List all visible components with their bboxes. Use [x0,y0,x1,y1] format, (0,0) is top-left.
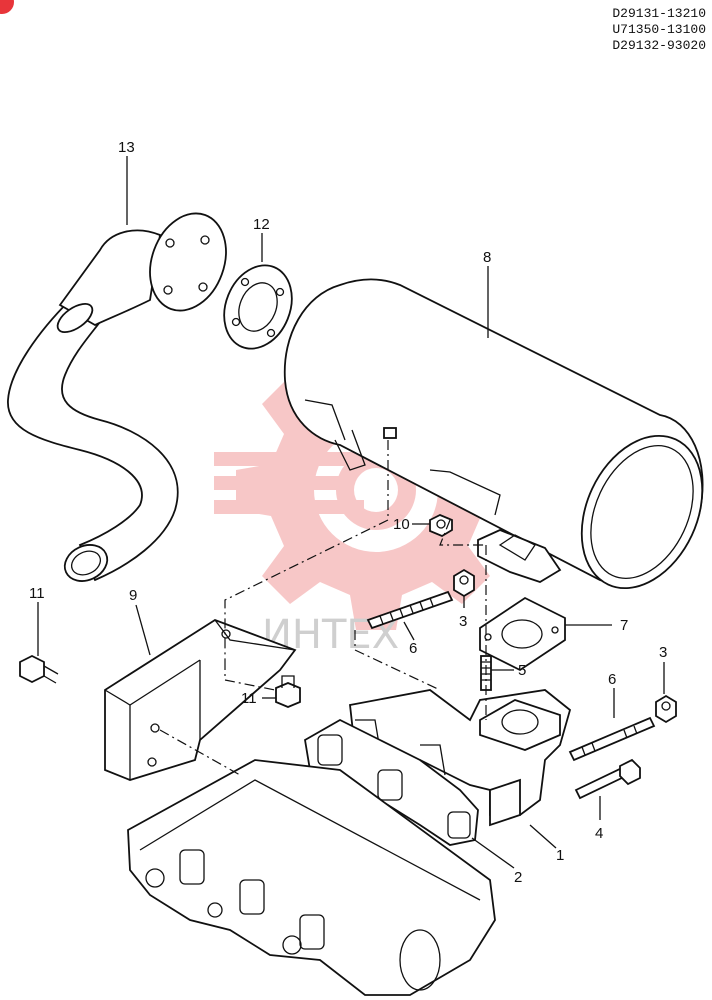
callout-7: 7 [620,617,628,634]
muffler [283,278,704,590]
exhaust-pipe [7,212,227,582]
assembly-line [439,519,485,546]
pipe-gasket [223,264,293,350]
callout-2: 2 [514,869,522,886]
callout-6-upper: 6 [409,640,417,657]
part-code: D29132-93020 [612,38,706,53]
bolt-11-right [275,675,301,708]
nut-3-right [655,694,677,724]
bolt-4 [574,758,641,800]
callout-6-right: 6 [608,671,616,688]
nut-3-upper [453,568,475,598]
flange-gasket [479,596,566,672]
callout-8: 8 [483,249,491,266]
callout-11-right: 11 [241,690,257,707]
watermark-gear-icon [214,350,516,630]
callout-12: 12 [253,216,270,233]
callout-3-upper: 3 [459,613,467,630]
callout-4: 4 [595,825,603,842]
callout-9: 9 [129,587,137,604]
stud-6-right [568,716,656,762]
stud-6-upper [366,590,454,630]
assembly-line [354,630,441,691]
assembly-line [224,440,389,660]
callout-1: 1 [556,847,564,864]
muffler-bracket [104,618,297,781]
nut-10 [429,514,453,538]
part-code: U71350-13100 [612,22,706,37]
callout-13: 13 [118,139,135,156]
part-code: D29131-13210 [612,6,706,21]
cylinder-head [127,759,496,996]
callout-10: 10 [393,516,410,533]
assembly-line [159,729,241,776]
callout-3-right: 3 [659,644,667,661]
bolt-11-left [19,654,59,684]
assembly-line [224,660,276,691]
callout-5: 5 [518,662,526,679]
leader-lines [37,156,665,869]
callout-11-left: 11 [29,585,45,602]
exhaust-manifold [349,689,572,827]
part-codes: D29131-13210 U71350-13100 D29132-93020 [612,6,706,54]
